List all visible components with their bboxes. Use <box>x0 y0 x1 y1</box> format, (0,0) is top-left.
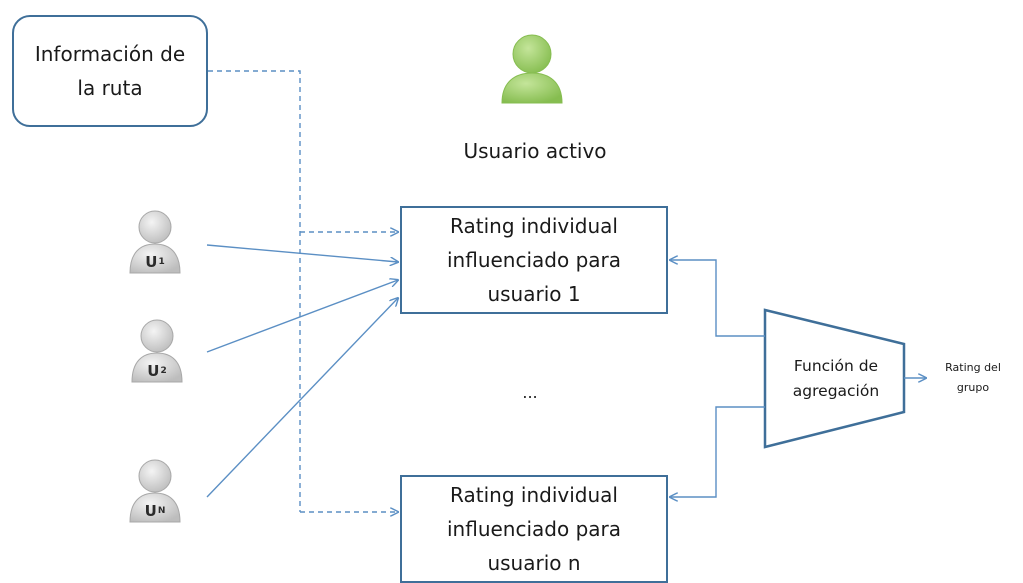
rating-box-n-line-3: usuario n <box>487 551 581 575</box>
route-info-line-2: la ruta <box>77 76 143 100</box>
user-2-subscript: 2 <box>160 366 167 376</box>
route-info-dashed-line <box>208 70 301 512</box>
user-1-subscript: 1 <box>158 257 165 267</box>
route-info-line-1: Información de <box>34 42 186 66</box>
rating-box-user-1: Rating individual influenciado para usua… <box>400 206 668 314</box>
user-n-subscript: N <box>157 506 166 516</box>
user-2-arrow <box>206 280 398 353</box>
active-user-icon <box>501 34 563 104</box>
rating-box-user-n: Rating individual influenciado para usua… <box>400 475 668 583</box>
group-rating-label: Rating del grupo <box>928 356 1018 400</box>
active-user-label: Usuario activo <box>463 139 607 163</box>
user-1-arrow <box>206 244 398 262</box>
group-rating-line-1: Rating del <box>945 361 1001 374</box>
user-n-letter: U <box>144 502 157 520</box>
user-2-letter: U <box>147 362 160 380</box>
rating-box-1-line-2: influenciado para <box>446 248 621 272</box>
user-1-letter: U <box>145 253 158 271</box>
aggregation-line-1: Función de <box>793 357 879 375</box>
rating-box-n-line-2: influenciado para <box>446 517 621 541</box>
ellipsis-label: ... <box>522 382 538 402</box>
aggregation-arrow-to-box-n <box>670 406 765 497</box>
group-rating-line-2: grupo <box>956 381 990 394</box>
aggregation-line-2: agregación <box>792 382 880 400</box>
rating-box-n-line-1: Rating individual <box>450 483 618 507</box>
user-n-arrow <box>206 298 398 498</box>
rating-box-1-line-1: Rating individual <box>450 214 618 238</box>
user-2-icon <box>131 319 183 383</box>
user-1-icon <box>129 210 181 274</box>
aggregation-arrow-to-box-1 <box>670 260 765 337</box>
route-info-box: Información de la ruta <box>12 15 208 127</box>
rating-box-1-line-3: usuario 1 <box>487 282 581 306</box>
aggregation-label: Función de agregación <box>768 352 904 406</box>
user-n-icon <box>129 459 181 523</box>
aggregation-function-shape <box>763 308 906 449</box>
